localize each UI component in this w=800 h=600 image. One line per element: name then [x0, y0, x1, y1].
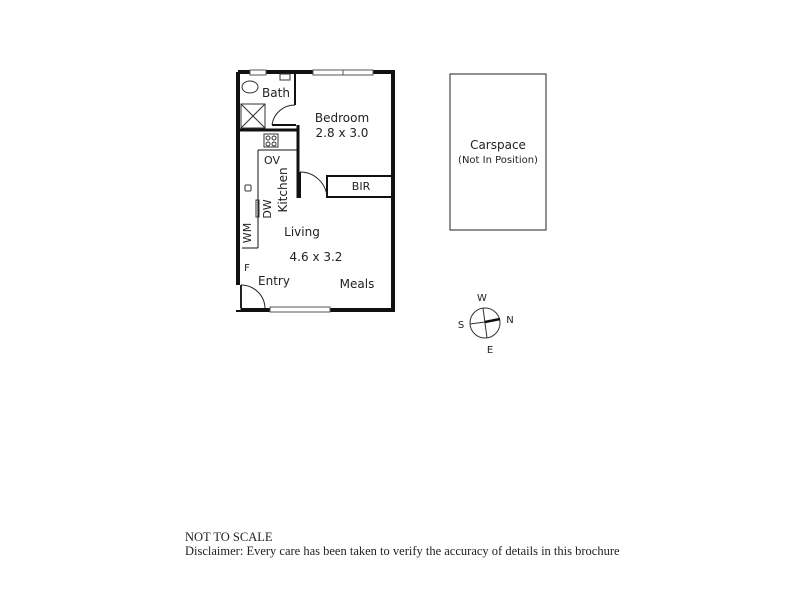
compass-e: E [487, 345, 493, 356]
room-size-bedroom: 2.8 x 3.0 [316, 126, 369, 140]
disclaimer: Disclaimer: Every care has been taken to… [185, 544, 620, 558]
room-label-bedroom: Bedroom [315, 111, 369, 125]
compass-n: N [506, 315, 513, 326]
compass-icon: W N S E [458, 293, 514, 356]
compass-w: W [477, 293, 487, 304]
carspace-note: (Not In Position) [458, 155, 538, 166]
room-size-living: 4.6 x 3.2 [290, 250, 343, 264]
room-label-living: Living [284, 225, 320, 239]
doors [235, 104, 328, 310]
label-fridge: F [244, 263, 250, 274]
room-label-bath: Bath [262, 86, 290, 100]
room-label-meals: Meals [340, 277, 375, 291]
basin-icon [279, 73, 291, 81]
windows [249, 69, 374, 313]
cooktop-icon [263, 133, 279, 148]
carspace-label: Carspace [470, 138, 526, 152]
label-bir: BIR [352, 180, 371, 193]
room-label-kitchen: Kitchen [276, 167, 290, 212]
toilet-icon [241, 80, 259, 94]
carspace: Carspace (Not In Position) [449, 73, 547, 231]
sink-icon [244, 184, 252, 192]
room-label-entry: Entry [258, 274, 290, 288]
label-dishwasher: DW [261, 199, 274, 218]
shower-icon [240, 103, 266, 129]
label-oven: OV [264, 154, 280, 167]
label-washing-machine: WM [241, 223, 254, 243]
scale-note: NOT TO SCALE [185, 530, 273, 544]
compass-s: S [458, 320, 464, 331]
fixtures [240, 73, 291, 218]
